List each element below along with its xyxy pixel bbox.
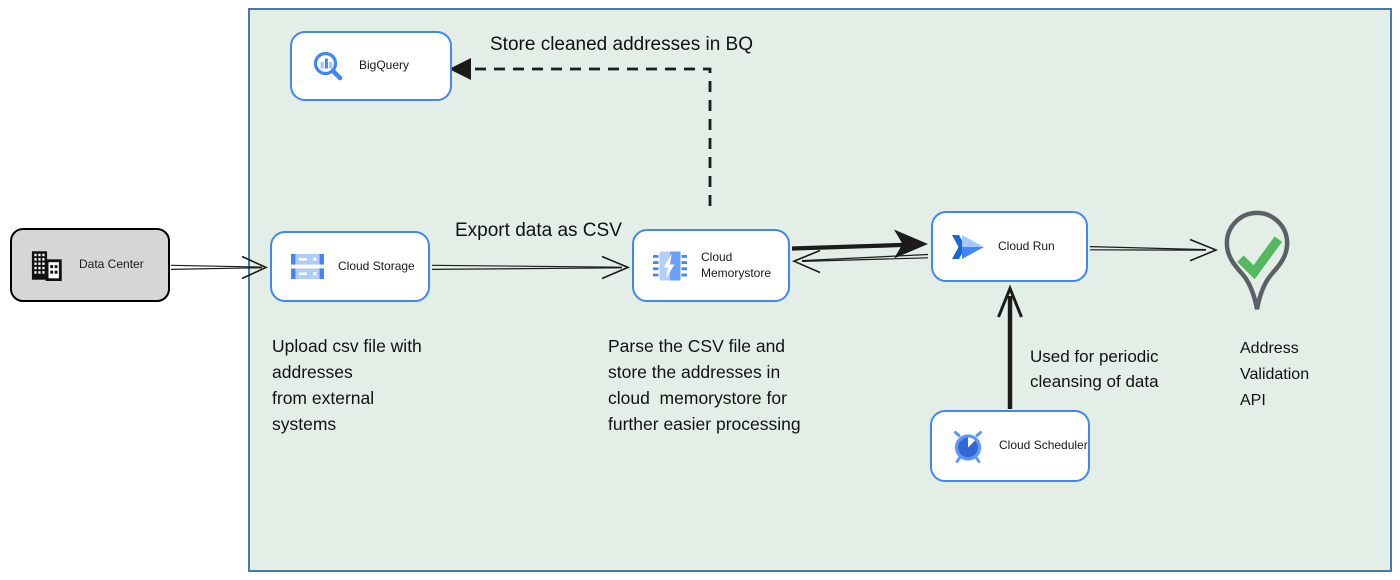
node-cloud-run[interactable]: Cloud Run — [931, 211, 1088, 282]
check-icon — [1237, 236, 1283, 280]
node-label-cloud-storage: Cloud Storage — [338, 258, 415, 273]
cloud-storage-icon — [290, 252, 325, 281]
cloud-run-icon — [951, 233, 985, 261]
node-label-cloud-scheduler: Cloud Scheduler — [999, 438, 1088, 453]
node-label-bigquery: BigQuery — [359, 58, 410, 73]
annotation-store-bq: Store cleaned addresses in BQ — [490, 34, 753, 55]
annotation-upload-note: Upload csv file with addresses from exte… — [272, 336, 422, 434]
node-label-cloud-memorystore: Cloud Memorystore — [701, 249, 772, 280]
node-label-cloud-run: Cloud Run — [998, 238, 1055, 253]
node-address-validation[interactable]: Address Validation API — [1222, 208, 1372, 414]
map-pin-check-icon — [1224, 210, 1290, 310]
memorystore-icon — [652, 250, 688, 282]
node-data-center[interactable]: Data Center — [10, 228, 170, 302]
node-bigquery[interactable]: BigQuery — [290, 31, 452, 101]
annotation-parse-note: Parse the CSV file and store the address… — [608, 336, 801, 434]
scheduler-icon — [950, 428, 986, 464]
node-cloud-storage[interactable]: Cloud Storage — [270, 231, 430, 302]
building-icon — [30, 250, 66, 281]
system-boundary — [248, 8, 1392, 572]
annotation-export-csv: Export data as CSV — [455, 220, 622, 241]
node-label-data-center: Data Center — [79, 257, 144, 272]
node-cloud-scheduler[interactable]: Cloud Scheduler — [930, 410, 1090, 482]
bigquery-icon — [310, 48, 346, 84]
node-label-address-validation: Address Validation API — [1240, 340, 1310, 409]
annotation-periodic-note: Used for periodic cleansing of data — [1030, 347, 1159, 391]
node-cloud-memorystore[interactable]: Cloud Memorystore — [632, 229, 790, 302]
